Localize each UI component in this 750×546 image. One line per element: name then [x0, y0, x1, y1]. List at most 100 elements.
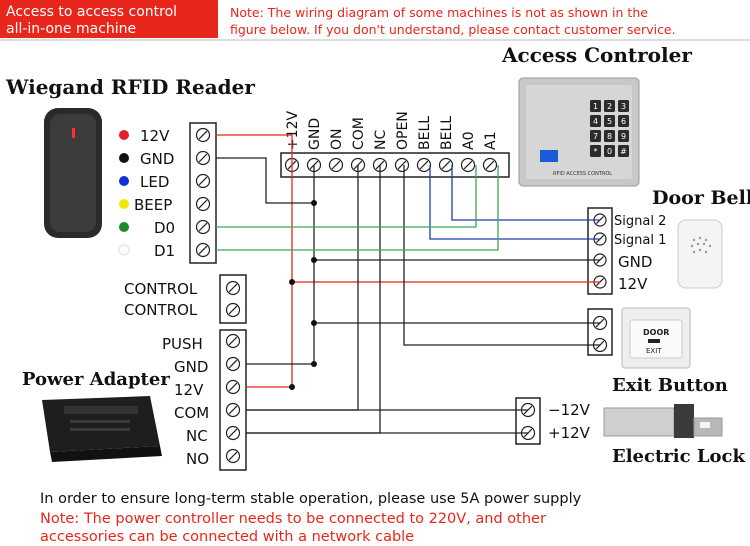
screw-terminal-icon: [482, 157, 498, 173]
reader-pin-d1: D1: [154, 242, 175, 260]
screw-terminal-icon: [225, 379, 241, 395]
keypad-key: 2: [604, 100, 615, 112]
reader-pin-12v: 12V: [140, 127, 170, 145]
dot-d0: [119, 222, 129, 232]
reader-pin-gnd: GND: [140, 150, 174, 168]
control-pin-2: CONTROL: [124, 301, 198, 319]
reader-pin-d0: D0: [154, 219, 175, 237]
keypad-key-label: 4: [593, 117, 598, 126]
bell-pin-signal2: Signal 2: [614, 214, 666, 229]
bell-pin-12v: 12V: [618, 275, 648, 293]
keypad-key: 8: [604, 130, 615, 142]
reader-pin-beep: BEEP: [134, 196, 172, 214]
controller-terminal-label: GND: [307, 118, 323, 150]
screw-terminal-icon: [195, 219, 211, 235]
keypad-key: 7: [590, 130, 601, 142]
power-pin-push: PUSH: [162, 335, 203, 353]
keypad-key: 1: [590, 100, 601, 112]
controller-terminal-label: BELL: [417, 116, 433, 150]
dot-12v: [119, 130, 129, 140]
power-pin-gnd: GND: [174, 358, 208, 376]
dot-led: [119, 176, 129, 186]
dot-gnd: [119, 153, 129, 163]
keypad-key: *: [590, 145, 601, 157]
screw-terminal-icon: [225, 448, 241, 464]
controller-terminal-label: OPEN: [395, 111, 411, 150]
bell-pin-gnd: GND: [618, 253, 652, 271]
dot-d1: [118, 244, 130, 256]
power-pin-labels: PUSH GND 12V COM NC NO: [162, 335, 209, 468]
keypad-key: 3: [618, 100, 629, 112]
keypad-key: 4: [590, 115, 601, 127]
wire-d0: [216, 165, 477, 228]
keypad-key: 6: [618, 115, 629, 127]
control-pin-1: CONTROL: [124, 280, 198, 298]
keypad-key-label: 6: [621, 117, 626, 126]
lock-pin-neg12v: −12V: [548, 401, 591, 419]
keypad-key-label: *: [594, 147, 598, 156]
reader-pin-led: LED: [140, 173, 169, 191]
doorbell-icon: [677, 219, 723, 289]
wire-bell-signal1: [429, 165, 600, 240]
header-note-line1: Note: The wiring diagram of some machine…: [230, 5, 648, 20]
reader-pin-labels: 12V GND LED BEEP D0 D1: [134, 127, 175, 260]
keypad-key-label: #: [620, 147, 627, 156]
wire-bell-signal2: [451, 165, 600, 221]
screw-terminal-icon: [225, 356, 241, 372]
controller-terminal-label: NC: [373, 130, 389, 150]
controller-title: Access Controler: [501, 43, 692, 67]
keypad-key-label: 9: [621, 132, 626, 141]
header-title-line2: all-in-one machine: [6, 21, 136, 37]
controller-terminal-label: ON: [329, 129, 345, 151]
reader-title: Wiegand RFID Reader: [5, 75, 255, 99]
exit-button-title: Exit Button: [612, 375, 728, 396]
controller-terminal-label: A1: [483, 132, 499, 150]
lock-pin-pos12v: +12V: [548, 424, 591, 442]
header-banner: [0, 0, 218, 38]
keypad-key-label: 7: [593, 132, 598, 141]
keypad-key-label: 2: [607, 102, 612, 111]
exit-button-icon: DOOR EXIT: [621, 307, 691, 369]
door-bell-title: Door Bell: [652, 187, 750, 209]
power-pin-no: NO: [186, 450, 209, 468]
controller-terminal-label: BELL: [439, 116, 455, 150]
keypad-key-label: 8: [607, 132, 612, 141]
footer-note-line1: Note: The power controller needs to be c…: [40, 511, 546, 527]
power-terminal-block: [219, 329, 247, 471]
controller-terminal-label: A0: [461, 132, 477, 150]
controller-terminal-label: +12V: [285, 110, 301, 150]
controller-device-label: RFID ACCESS CONTROL: [553, 171, 612, 177]
footer-line1: In order to ensure long-term stable oper…: [40, 491, 582, 507]
keypad-key: #: [618, 145, 629, 157]
screw-terminal-icon: [438, 157, 454, 173]
reader-terminal-block: [189, 122, 217, 264]
wire-reader-12v: [216, 134, 293, 165]
wire-d1: [216, 165, 499, 251]
bell-pin-signal1: Signal 1: [614, 233, 666, 248]
exit-button-face-text: DOOR: [643, 328, 669, 337]
controller-screws: [284, 157, 498, 173]
bell-pin-labels: Signal 2 Signal 1 GND 12V: [614, 214, 666, 293]
wires: [216, 134, 600, 434]
footer-note-line2: accessories can be connected with a netw…: [40, 529, 414, 545]
screw-terminal-icon: [328, 157, 344, 173]
screw-terminal-icon: [195, 173, 211, 189]
reader-device-icon: [44, 108, 102, 238]
screw-terminal-icon: [225, 425, 241, 441]
electric-lock-icon: [603, 404, 723, 438]
keypad-key-label: 0: [607, 147, 612, 156]
screw-terminal-icon: [225, 280, 241, 296]
keypad-key-label: 1: [593, 102, 598, 111]
screw-terminal-icon: [394, 157, 410, 173]
screw-terminal-icon: [225, 333, 241, 349]
power-adapter-title: Power Adapter: [22, 369, 170, 390]
screw-terminal-icon: [195, 150, 211, 166]
control-screws: [225, 280, 241, 318]
wire-reader-gnd: [216, 157, 315, 204]
screw-terminal-icon: [195, 242, 211, 258]
screw-terminal-icon: [195, 196, 211, 212]
